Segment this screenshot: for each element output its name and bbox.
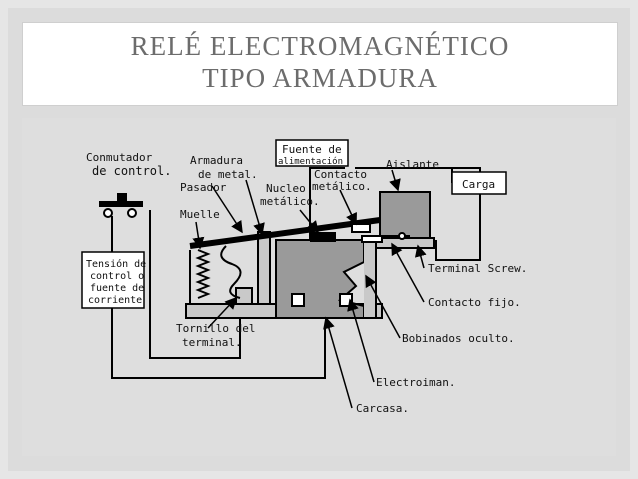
pointer-lines xyxy=(192,169,427,409)
terminal-screw-left xyxy=(235,287,253,305)
label-carcasa: Carcasa. xyxy=(356,402,409,415)
label-nucleo-2: metálico. xyxy=(260,195,320,208)
slide-title-line1: RELÉ ELECTROMAGNÉTICO xyxy=(130,31,510,61)
slide-title-line2: TIPO ARMADURA xyxy=(202,63,438,93)
label-tornillo-2: terminal. xyxy=(182,336,242,349)
movable-contact xyxy=(351,223,371,233)
label-fuente-1: Fuente de xyxy=(282,143,342,156)
label-aislante: Aislante xyxy=(386,158,439,171)
diagram-labels: Conmutador de control. Armadura de metal… xyxy=(86,143,527,415)
label-armadura-1: Armadura xyxy=(190,154,243,167)
label-armadura-2: de metal. xyxy=(198,168,258,181)
fixed-contact xyxy=(361,235,383,243)
box-tension xyxy=(81,251,145,309)
label-tornillo-1: Tornillo del xyxy=(176,322,255,335)
label-contacto-1: Contacto xyxy=(314,168,367,181)
label-carga: Carga xyxy=(462,178,495,191)
support-post xyxy=(257,231,271,305)
label-tension-2: control o xyxy=(90,271,144,282)
label-conmutador-1: Conmutador xyxy=(86,151,153,164)
label-contacto-fijo: Contacto fijo. xyxy=(428,296,521,309)
label-muelle: Muelle xyxy=(180,208,220,221)
label-tension-3: fuente de xyxy=(90,283,144,294)
label-contacto-2: metálico. xyxy=(312,180,372,193)
insulator-block xyxy=(375,191,435,249)
flex-wire xyxy=(220,245,242,299)
label-bobinados: Bobinados oculto. xyxy=(402,332,515,345)
label-pasador: Pasador xyxy=(180,181,227,194)
spring xyxy=(195,249,211,299)
box-fuente xyxy=(275,139,349,167)
label-nucleo-1: Nucleo xyxy=(266,182,306,195)
box-carga xyxy=(451,171,507,195)
electromagnet xyxy=(275,239,377,319)
label-tension-4: corriente xyxy=(88,295,142,306)
title-box: RELÉ ELECTROMAGNÉTICO TIPO ARMADURA xyxy=(22,22,618,106)
label-fuente-2: alimentación xyxy=(278,156,343,167)
label-conmutador-2: de control. xyxy=(92,164,171,178)
core-cap xyxy=(310,232,336,242)
control-switch xyxy=(99,193,143,218)
label-tension-1: Tensión de xyxy=(86,258,146,270)
label-electroiman: Electroiman. xyxy=(376,376,455,389)
label-terminal-screw: Terminal Screw. xyxy=(428,262,527,275)
